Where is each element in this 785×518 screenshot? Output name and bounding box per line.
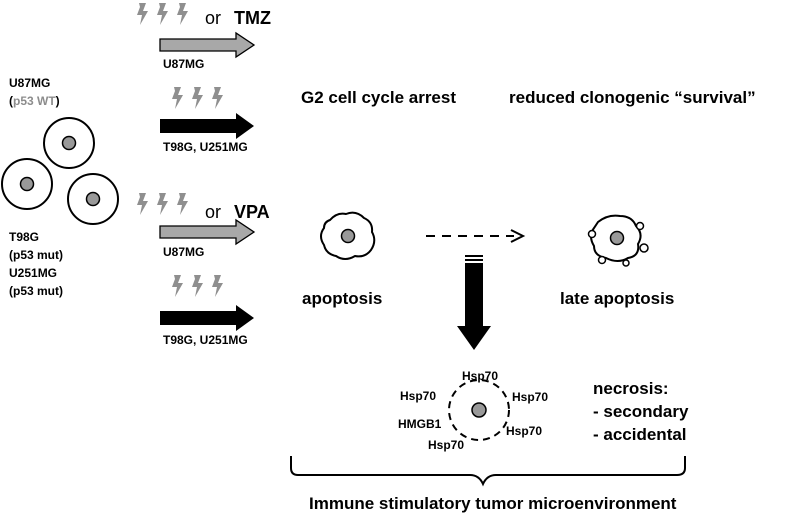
cell-icon bbox=[67, 173, 119, 225]
t98g-status: (p53 mut) bbox=[9, 248, 63, 262]
hsp70-label: Hsp70 bbox=[428, 438, 464, 452]
hsp70-label: Hsp70 bbox=[512, 390, 548, 404]
lightning-bolt-icon bbox=[137, 193, 148, 215]
bolt-group-top-black bbox=[172, 87, 223, 109]
necrosis-accidental: - accidental bbox=[593, 425, 687, 444]
status-open-paren: ( bbox=[9, 94, 13, 108]
footer-label: Immune stimulatory tumor microenvironmen… bbox=[309, 494, 677, 513]
late-apoptotic-cell-icon bbox=[587, 214, 649, 267]
bolt-group-bottom-black bbox=[172, 275, 223, 297]
black-arrow-bottom bbox=[160, 305, 254, 331]
u251mg-label: U251MG bbox=[9, 266, 57, 280]
hsp70-label: Hsp70 bbox=[400, 389, 436, 403]
necrosis-title: necrosis: bbox=[593, 379, 669, 398]
bolt-group-bottom bbox=[137, 193, 188, 215]
apoptotic-cell-icon bbox=[320, 211, 376, 260]
u87mg-label: U87MG bbox=[9, 76, 50, 90]
g2-arrest-label: G2 cell cycle arrest bbox=[301, 88, 456, 107]
black-arrow-label-top: T98G, U251MG bbox=[163, 140, 248, 154]
t98g-label: T98G bbox=[9, 230, 39, 244]
lightning-bolt-icon bbox=[172, 87, 183, 109]
lightning-bolt-icon bbox=[192, 87, 203, 109]
vpa-label: VPA bbox=[234, 202, 270, 222]
u251mg-status: (p53 mut) bbox=[9, 284, 63, 298]
curly-brace bbox=[290, 456, 686, 487]
lightning-bolt-icon bbox=[157, 3, 168, 25]
cell-icon bbox=[1, 158, 53, 210]
black-arrow-label-bottom: T98G, U251MG bbox=[163, 333, 248, 347]
status-close-paren: ) bbox=[56, 94, 60, 108]
bolt-group-top bbox=[137, 3, 188, 25]
clonogenic-survival-label: reduced clonogenic “survival” bbox=[509, 88, 756, 107]
u87mg-status: (p53 WT) bbox=[9, 94, 60, 108]
lightning-bolt-icon bbox=[172, 275, 183, 297]
tmz-label: TMZ bbox=[234, 8, 271, 28]
lightning-bolt-icon bbox=[157, 193, 168, 215]
necrotic-cell-icon bbox=[448, 379, 510, 441]
or-label-tmz: or bbox=[205, 8, 221, 28]
lightning-bolt-icon bbox=[212, 87, 223, 109]
hsp70-label: Hsp70 bbox=[506, 424, 542, 438]
necrosis-secondary: - secondary bbox=[593, 402, 689, 421]
late-apoptosis-label: late apoptosis bbox=[560, 289, 674, 308]
gray-arrow-label-bottom: U87MG bbox=[163, 245, 204, 259]
down-arrow bbox=[457, 255, 491, 350]
apoptosis-label: apoptosis bbox=[302, 289, 382, 308]
dashed-arrow bbox=[426, 229, 526, 243]
gray-arrow-label-top: U87MG bbox=[163, 57, 204, 71]
gray-arrow-top bbox=[159, 31, 256, 59]
hsp70-label: Hsp70 bbox=[462, 369, 498, 383]
black-arrow-top bbox=[160, 113, 254, 139]
p53-wt-label: p53 WT bbox=[13, 94, 56, 108]
lightning-bolt-icon bbox=[137, 3, 148, 25]
lightning-bolt-icon bbox=[177, 3, 188, 25]
or-label-vpa: or bbox=[205, 202, 221, 222]
hmgb1-label: HMGB1 bbox=[398, 417, 442, 431]
gray-arrow-bottom bbox=[159, 218, 256, 246]
lightning-bolt-icon bbox=[177, 193, 188, 215]
cell-icon bbox=[43, 117, 95, 169]
lightning-bolt-icon bbox=[212, 275, 223, 297]
lightning-bolt-icon bbox=[192, 275, 203, 297]
